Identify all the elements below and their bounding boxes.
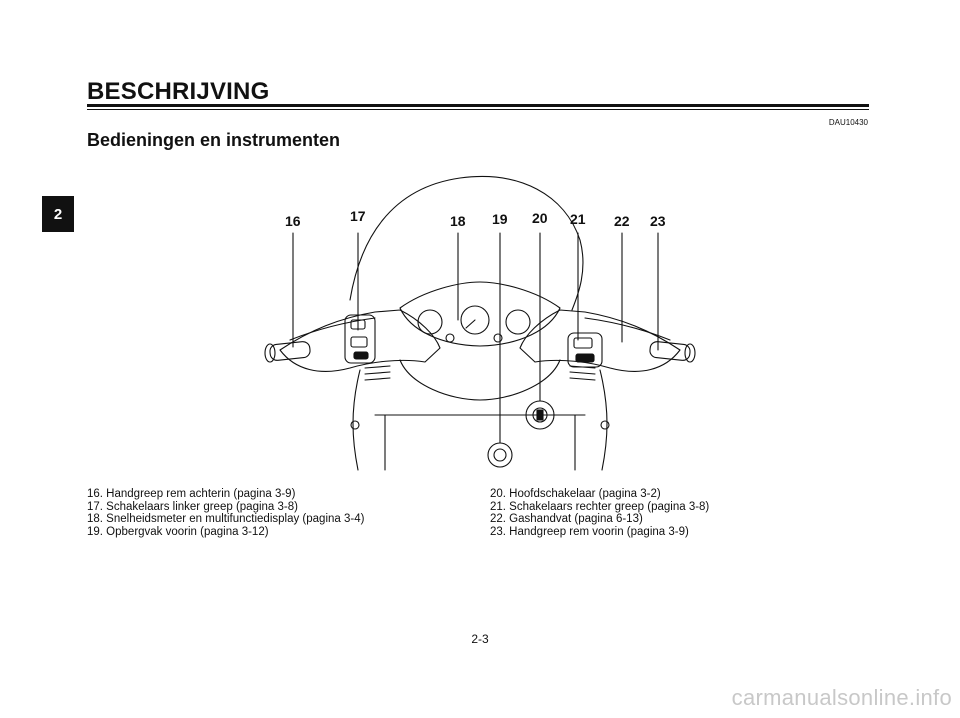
right-grip bbox=[649, 341, 691, 361]
caption-20: 20. Hoofdschakelaar (pagina 3-2) bbox=[490, 488, 661, 500]
caption-column-right: 20. Hoofdschakelaar (pagina 3-2) 21. Sch… bbox=[490, 488, 869, 538]
callout-23: 23 bbox=[650, 213, 666, 229]
caption-list: 16. Handgreep rem achterin (pagina 3-9) … bbox=[87, 488, 869, 538]
right-brake-lever bbox=[584, 317, 671, 341]
header-rule-thick bbox=[87, 104, 869, 107]
caption-19: 19. Opbergvak voorin (pagina 3-12) bbox=[87, 525, 269, 538]
caption-23: 23. Handgreep rem voorin (pagina 3-9) bbox=[490, 525, 689, 538]
front-body bbox=[352, 369, 361, 471]
watermark: carmanualsonline.info bbox=[731, 685, 952, 710]
page-number: 2-3 bbox=[471, 632, 489, 646]
caption-column-left: 16. Handgreep rem achterin (pagina 3-9) … bbox=[87, 488, 490, 538]
scooter-handlebar-illustration: 16 17 18 19 20 21 22 23 bbox=[250, 170, 710, 485]
caption-16: 16. Handgreep rem achterin (pagina 3-9) bbox=[87, 488, 296, 500]
instrument-cluster bbox=[399, 281, 561, 347]
caption-21: 21. Schakelaars rechter greep (pagina 3-… bbox=[490, 500, 710, 513]
callout-19: 19 bbox=[492, 211, 508, 227]
left-grip bbox=[269, 341, 311, 361]
caption-17: 17. Schakelaars linker greep (pagina 3-8… bbox=[87, 500, 298, 513]
header-rule-thin bbox=[87, 109, 869, 110]
chapter-tab: 2 bbox=[42, 196, 74, 232]
left-switch-housing bbox=[344, 314, 376, 364]
callout-21: 21 bbox=[570, 211, 586, 227]
callout-20: 20 bbox=[532, 210, 548, 226]
left-brake-lever bbox=[289, 317, 376, 341]
callout-18: 18 bbox=[450, 213, 466, 229]
storage-compartment-knob bbox=[487, 442, 513, 468]
page-subtitle: Bedieningen en instrumenten bbox=[87, 130, 341, 150]
section-title: BESCHRIJVING bbox=[87, 78, 270, 105]
caption-18: 18. Snelheidsmeter en multifunctiedispla… bbox=[87, 513, 365, 526]
callout-22: 22 bbox=[614, 213, 630, 229]
document-code: DAU10430 bbox=[828, 118, 868, 127]
caption-22: 22. Gashandvat (pagina 6-13) bbox=[490, 513, 643, 526]
right-handlebar-body bbox=[519, 309, 681, 372]
callout-16: 16 bbox=[285, 213, 301, 229]
left-handlebar-body bbox=[279, 309, 441, 372]
windshield bbox=[349, 176, 584, 311]
callout-17: 17 bbox=[350, 208, 366, 224]
